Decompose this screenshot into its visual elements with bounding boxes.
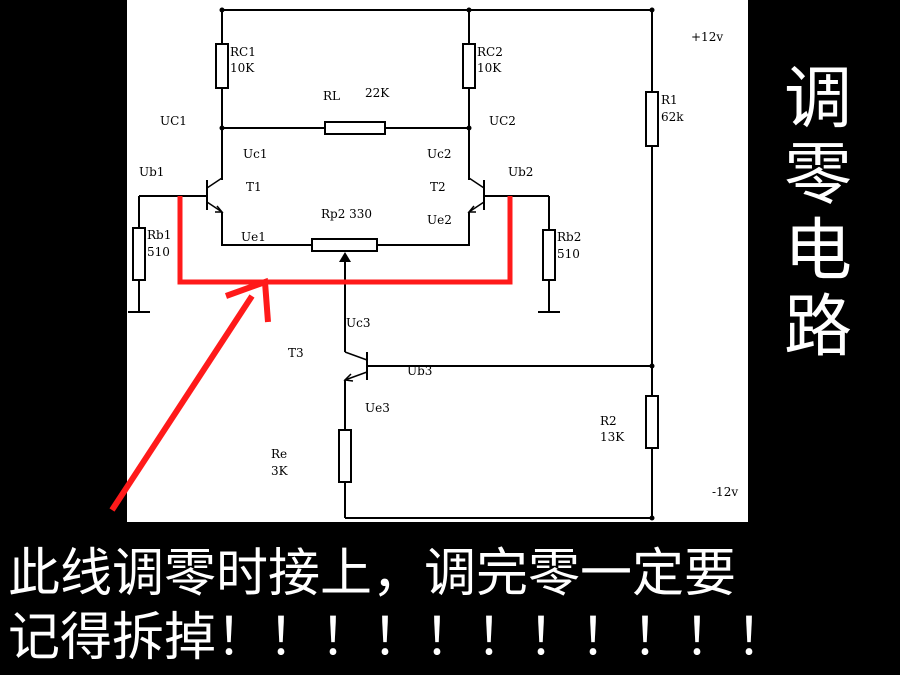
resistor-rb2 [542, 229, 556, 281]
transistor-t2 [467, 177, 485, 213]
label-uc1: Uc1 [243, 147, 267, 161]
transistor-t1 [206, 177, 224, 213]
label-uc2-node: UC2 [489, 114, 516, 128]
label-rb2: Rb2 [557, 230, 581, 244]
resistor-rc1 [215, 43, 229, 89]
label-t3: T3 [288, 346, 304, 360]
label-uc3: Uc3 [346, 316, 370, 330]
label-rc2-value: 10K [477, 61, 502, 75]
caption-line-1: 此线调零时接上，调完零一定要 [8, 544, 737, 604]
label-t1: T1 [246, 180, 262, 194]
label-r2: R2 [600, 414, 617, 428]
caption: 此线调零时接上，调完零一定要 记得拆掉！！！！！！！！！！！ [8, 542, 893, 670]
label-rb1-value: 510 [147, 245, 170, 259]
resistors [132, 43, 659, 483]
label-rb1: Rb1 [147, 228, 171, 242]
label-rc1: RC1 [230, 45, 256, 59]
label-r2-value: 13K [600, 430, 625, 444]
label-uc1-node: UC1 [160, 114, 187, 128]
label-ub1: Ub1 [139, 165, 164, 179]
wiper-arrow [339, 252, 351, 262]
side-title-char: 路 [783, 288, 852, 367]
label-rl-value: 22K [365, 86, 390, 100]
label-r1: R1 [661, 93, 678, 107]
side-title: 调 零 电 路 [778, 62, 858, 366]
label-re: Re [271, 447, 287, 461]
label-r1-value: 62k [661, 110, 684, 124]
label-ue1: Ue1 [241, 230, 266, 244]
label-t2: T2 [430, 180, 446, 194]
side-title-char: 调 [783, 60, 852, 139]
label-rc1-value: 10K [230, 61, 255, 75]
side-title-char: 零 [783, 136, 852, 215]
label-re-value: 3K [271, 464, 289, 478]
label-rp2: Rp2 330 [321, 207, 372, 221]
label-rl: RL [323, 89, 340, 103]
resistor-r2 [645, 395, 659, 449]
resistor-re [338, 429, 352, 483]
label-ub3: Ub3 [407, 364, 432, 378]
resistor-rc2 [462, 43, 476, 89]
label-rb2-value: 510 [557, 247, 580, 261]
transistor-t3 [343, 351, 368, 382]
resistor-rp2 [311, 238, 378, 252]
label-vpos: +12v [691, 30, 723, 44]
resistor-r1 [645, 91, 659, 147]
resistor-rl [324, 121, 386, 135]
wires [128, 9, 653, 519]
circuit-diagram: RC1 10K RC2 10K RL 22K UC1 UC2 Uc1 Uc2 U… [128, 7, 738, 521]
caption-line-2: 记得拆掉！！！！！！！！！！！ [8, 608, 789, 668]
zero-adjust-wire [177, 196, 513, 285]
label-ub2: Ub2 [508, 165, 533, 179]
label-uc2: Uc2 [427, 147, 451, 161]
label-ue3: Ue3 [365, 401, 390, 415]
label-ue2: Ue2 [427, 213, 452, 227]
resistor-rb1 [132, 227, 146, 281]
side-title-char: 电 [783, 212, 852, 291]
label-vneg: -12v [712, 485, 738, 499]
junctions [219, 7, 655, 521]
label-rc2: RC2 [477, 45, 503, 59]
